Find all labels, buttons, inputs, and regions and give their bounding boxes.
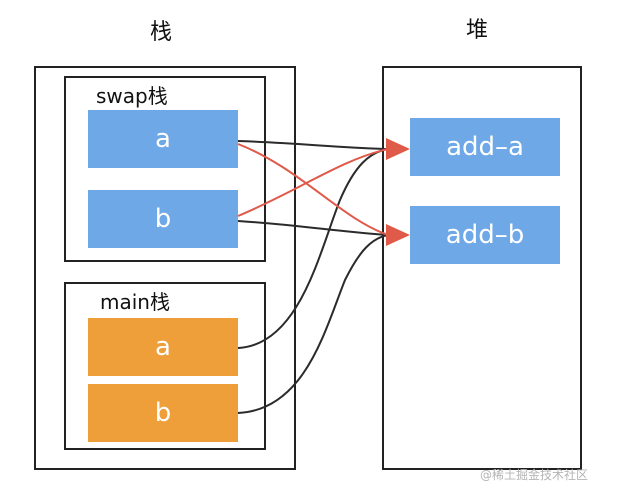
arrow-main-b-to-add-b [237,234,389,414]
stack-title: 栈 [150,20,173,45]
main-var-b: b [88,384,238,442]
main-stack-label: main栈 [100,290,170,314]
swap-var-a: a [88,110,238,168]
swap-stack-frame [64,76,266,262]
heap-add-b-label: add–b [445,220,525,250]
main-var-a-label: a [155,332,171,362]
main-stack-frame [64,282,266,450]
heap-add-a-label: add–a [446,132,524,162]
swap-var-a-label: a [155,124,171,154]
heap-frame [382,66,582,470]
arrow-head-add-a [386,138,410,160]
arrow-swap-b-to-add-b [237,220,389,236]
main-var-a: a [88,318,238,376]
arrow-swap-b-to-add-a-red [237,148,389,217]
heap-add-a: add–a [410,118,560,176]
arrow-swap-a-to-add-b-red [237,143,389,236]
arrow-main-a-to-add-a [237,148,389,349]
heap-title: 堆 [466,18,489,43]
swap-var-b: b [88,190,238,248]
swap-var-b-label: b [154,204,172,234]
stack-frame [34,66,296,470]
arrow-head-add-b [386,224,410,246]
swap-stack-label: swap栈 [96,84,168,108]
main-var-b-label: b [154,398,172,428]
arrow-swap-a-to-add-a [237,140,389,150]
heap-add-b: add–b [410,206,560,264]
watermark: @稀土掘金技术社区 [480,468,589,482]
